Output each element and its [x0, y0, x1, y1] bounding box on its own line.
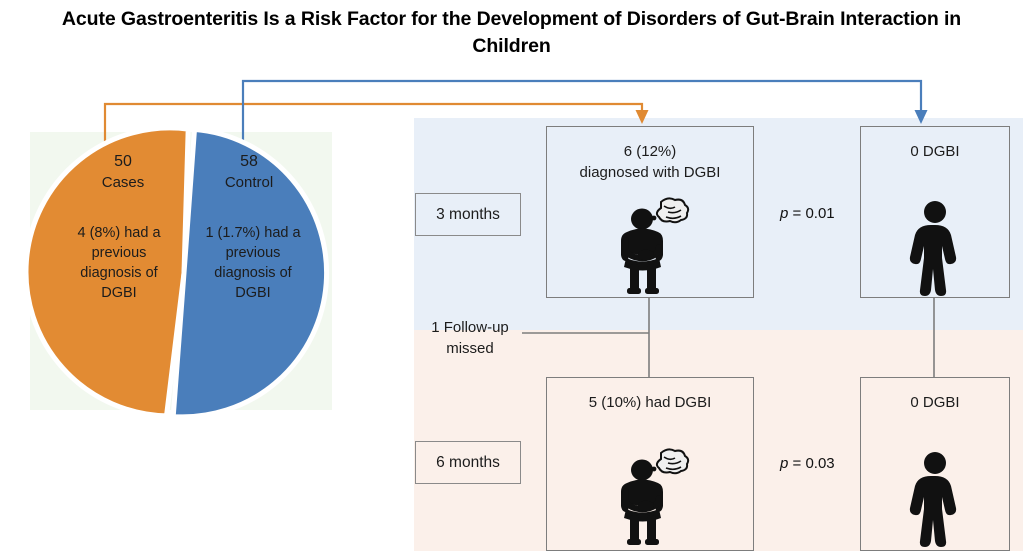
p-symbol-3-months: p — [780, 205, 789, 222]
brain-thought-bubble-icon — [651, 448, 690, 475]
person-with-abdominal-pain-icon — [621, 197, 690, 294]
figure-title: Acute Gastroenteritis Is a Risk Factor f… — [61, 8, 962, 57]
outcome-box-cases-3-months: 6 (12%) diagnosed with DGBI — [546, 126, 754, 298]
pie-detail-control-line4: DGBI — [235, 285, 271, 301]
outcome-text-control-3-months: 0 DGBI — [910, 143, 960, 160]
p-value-6-months: p = 0.03 — [780, 455, 835, 472]
followup-line2: missed — [446, 340, 494, 357]
brain-thought-bubble-icon — [651, 197, 690, 224]
pie-slice-control — [170, 126, 330, 420]
period-label-6-months-text: 6 months — [436, 453, 500, 471]
pie-slices — [23, 125, 330, 420]
cases-6m-line1: 5 (10%) had DGBI — [588, 394, 712, 411]
pie-detail-cases: 4 (8%) had a previous diagnosis of DGBI — [54, 223, 184, 303]
outcome-text-control-6-months: 0 DGBI — [910, 394, 960, 411]
pie-chart: 50 Cases 58 Control 4 (8%) had a previou… — [23, 125, 330, 420]
pie-detail-cases-line1: 4 (8%) had a — [77, 225, 161, 241]
pie-slice-cases — [23, 125, 191, 419]
outcome-text-cases-3-months: 6 (12%) diagnosed with DGBI — [553, 141, 747, 183]
followup-line1: 1 Follow-up — [431, 319, 509, 336]
p-value-3-months: p = 0.01 — [780, 205, 835, 222]
pie-detail-cases-line4: DGBI — [101, 285, 137, 301]
pie-detail-control-line2: previous — [225, 245, 281, 261]
pie-detail-control-line3: diagnosis of — [214, 265, 292, 281]
pie-detail-control-line1: 1 (1.7%) had a — [205, 225, 301, 241]
period-label-3-months-text: 3 months — [436, 205, 500, 223]
p-symbol-6-months: p — [780, 455, 789, 472]
p-value-text-6-months: = 0.03 — [788, 455, 835, 472]
period-label-6-months: 6 months — [415, 441, 521, 484]
person-with-abdominal-pain-icon — [621, 448, 690, 545]
p-value-text-3-months: = 0.01 — [788, 205, 835, 222]
outcome-text-cases-6-months: 5 (10%) had DGBI — [553, 392, 747, 413]
followup-missed-note: 1 Follow-up missed — [414, 317, 526, 359]
healthy-person-icon — [909, 452, 957, 547]
healthy-person-icon — [909, 201, 957, 296]
pie-detail-cases-line2: previous — [91, 245, 147, 261]
cases-3m-line1: 6 (12%) — [623, 143, 677, 160]
outcome-box-control-3-months: 0 DGBI — [860, 126, 1010, 298]
pie-detail-control: 1 (1.7%) had a previous diagnosis of DGB… — [188, 223, 318, 303]
period-label-3-months: 3 months — [415, 193, 521, 236]
cases-3m-line2: diagnosed with DGBI — [579, 164, 721, 181]
pie-detail-cases-line3: diagnosis of — [80, 265, 158, 281]
six-month-panel-background — [414, 330, 1023, 551]
